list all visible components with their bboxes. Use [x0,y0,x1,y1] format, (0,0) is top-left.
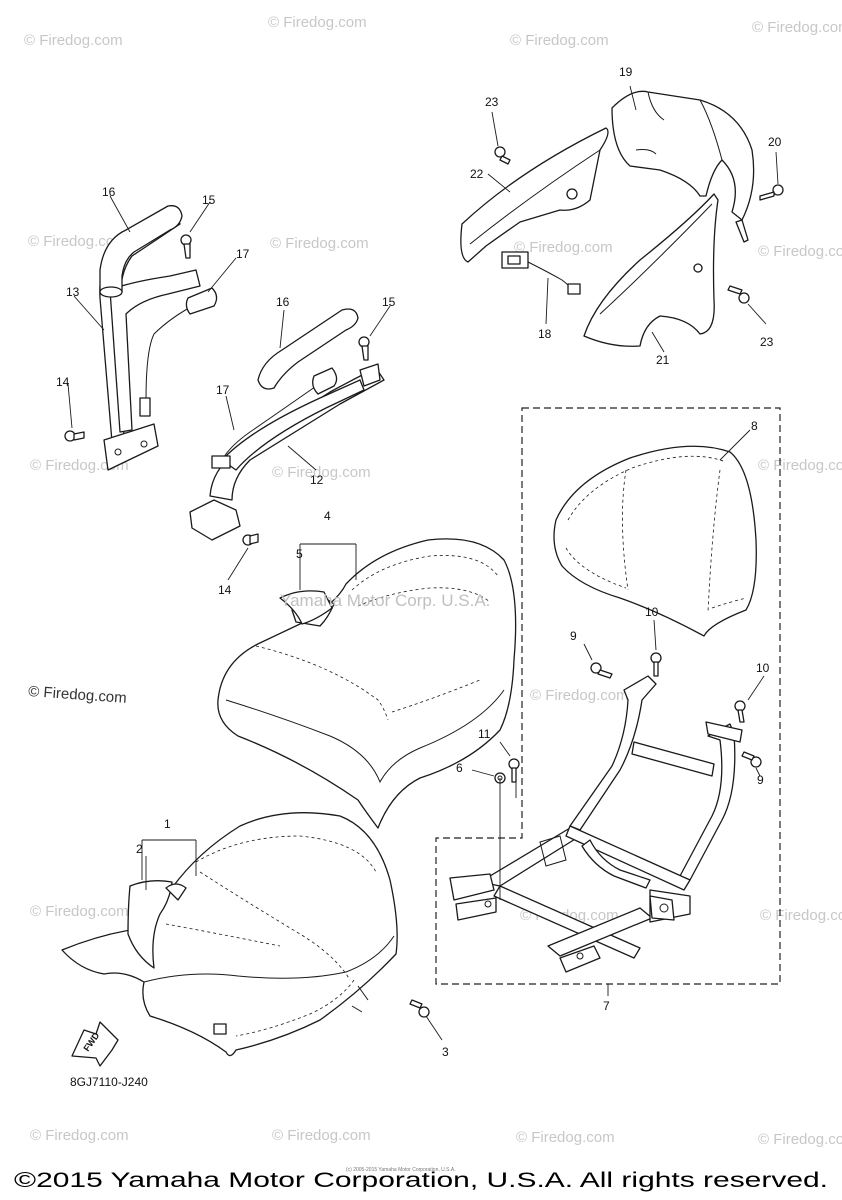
callout-10: 10 [756,661,770,675]
watermark: © Firedog.com [530,687,629,704]
bolt-3 [409,999,430,1018]
callouts: 1 2 3 4 5 6 7 8 9 9 10 10 11 12 13 14 14… [56,65,782,1059]
bolt-23-upper [494,146,511,165]
callout-11: 11 [478,727,491,741]
callout-14: 14 [56,375,70,389]
watermark: © Firedog.com [30,903,129,920]
leader-lines [67,85,779,1041]
bolt-10-upper [650,652,662,677]
watermark: © Firedog.com [760,907,842,924]
part-7-backrest-frame [449,675,743,973]
watermark: © Firedog.com [516,1129,615,1146]
callout-16: 16 [102,185,116,199]
bolt-11 [508,758,520,783]
callout-20: 20 [768,135,782,149]
watermark: © Firedog.com [30,1127,129,1144]
bolt-14-lower [242,533,259,546]
part-2-strap [127,880,187,969]
part-16-grip-right [257,308,359,390]
bolt-9-lower [741,751,762,768]
bolt-23-lower [727,285,750,304]
part-18-wire-harness [501,251,581,295]
watermark: © Firedog.com [752,19,842,36]
watermark: © Firedog.com [270,235,369,252]
bolt-set [64,146,784,1018]
fwd-arrow-icon: FWD [71,1021,119,1067]
watermark-dark: © Firedog.com [28,683,128,707]
diagram-code: 8GJ7110-J240 [70,1075,148,1089]
watermark: © Firedog.com [758,1131,842,1148]
callout-14: 14 [218,583,232,597]
callout-17: 17 [216,383,230,397]
callout-8: 8 [751,419,758,433]
callout-5: 5 [296,547,303,561]
callout-12: 12 [310,473,324,487]
callout-19: 19 [619,65,633,79]
copyright-footer: ©2015 Yamaha Motor Corporation, U.S.A. A… [14,1169,828,1192]
callout-18: 18 [538,327,552,341]
callout-23: 23 [760,335,774,349]
part-22-side-cover [460,127,609,263]
callout-16: 16 [276,295,290,309]
callout-1: 1 [164,817,171,831]
callout-17: 17 [236,247,250,261]
callout-10: 10 [645,605,659,619]
part-17-lead-right [211,363,381,469]
bolt-20 [759,184,784,201]
part-19-rear-cowl [611,90,755,243]
callout-15: 15 [382,295,396,309]
part-8-backrest [553,445,757,637]
small-print: (c) 2005-2015 Yamaha Motor Corporation, … [346,1167,456,1173]
bolt-9-upper [590,662,613,679]
part-17-lead-left [139,287,218,417]
backrest-kit-box [435,407,781,985]
callout-9: 9 [757,773,764,787]
part-12-grab-bar-right [189,367,385,541]
part-16-grip-left [99,205,183,298]
callout-23: 23 [485,95,499,109]
watermark: © Firedog.com [514,239,613,256]
bolt-10-lower [734,700,746,723]
callout-2: 2 [136,842,143,856]
bolt-14-upper [64,430,85,442]
bolt-15-lower [358,336,370,361]
watermark: © Firedog.com [30,457,129,474]
watermark: © Firedog.com [272,1127,371,1144]
watermark: © Firedog.com [272,464,371,481]
callout-22: 22 [470,167,484,181]
bolt-15-upper [180,234,192,259]
watermark: © Firedog.com [510,32,609,49]
part-21-side-cover [583,193,719,347]
callout-13: 13 [66,285,80,299]
callout-9: 9 [570,629,577,643]
watermark: © Firedog.com [268,14,367,31]
watermark: © Firedog.com [24,32,123,49]
part-5-strap [279,590,333,625]
callout-4: 4 [324,509,331,523]
callout-6: 6 [456,761,463,775]
watermark: © Firedog.com [758,457,842,474]
watermark: © Firedog.com [758,243,842,260]
callout-15: 15 [202,193,216,207]
corp-watermark: Yamaha Motor Corp. U.S.A. [280,591,490,610]
callout-7: 7 [603,999,610,1013]
watermark: © Firedog.com [28,233,127,250]
part-1-rider-seat [61,812,398,1057]
callout-21: 21 [656,353,670,367]
callout-3: 3 [442,1045,449,1059]
part-4-passenger-seat [217,538,517,829]
